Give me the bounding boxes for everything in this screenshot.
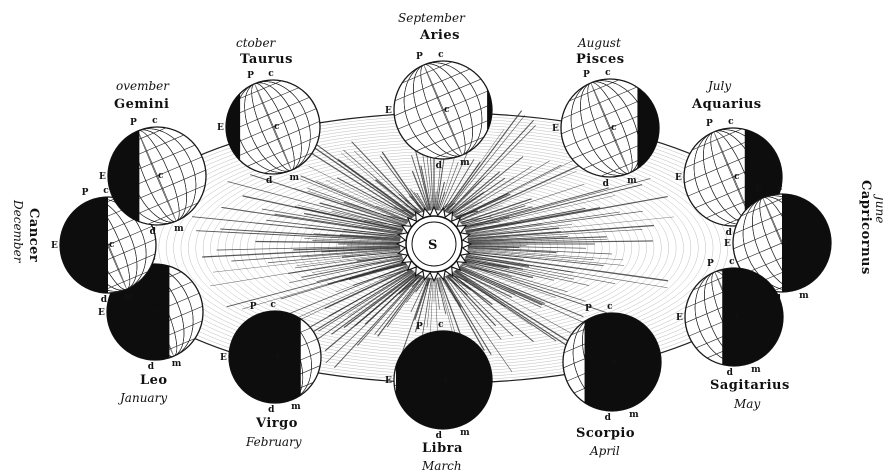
sun: S [397,207,471,281]
m-label-pisces: m [627,176,637,186]
pole-label-aries: P [416,52,423,62]
m-label-taurus: m [289,173,299,183]
m-label-virgo: m [291,402,301,412]
centre-label-libra: c [444,375,450,385]
sign-label-sagitarius: Sagitarius [710,378,790,393]
equator-label-cancer: E [51,241,58,251]
m-label-capricornus: m [799,291,809,301]
pole-c-label-aries: c [438,50,444,60]
pole-label-capricornus: P [755,185,762,195]
m-label-aries: m [460,158,470,168]
centre-label-pisces: c [611,123,617,133]
pole-c-label-taurus: c [268,69,274,79]
month-label-march: March [421,459,462,473]
sign-label-capricornus: Capricornus [858,180,873,275]
pole-label-sagitarius: P [707,259,714,269]
centre-label-cancer: c [109,240,115,250]
sign-label-scorpio: Scorpio [576,426,635,441]
d-label-libra: d [436,431,443,441]
equator-label-gemini: E [99,172,106,182]
sign-label-taurus: Taurus [240,52,293,67]
pole-label-libra: P [416,322,423,332]
m-label-scorpio: m [629,410,639,420]
month-label-october: ctober [236,36,277,50]
pole-c-label-capricornus: c [777,183,783,193]
month-label-february: February [245,435,302,449]
m-label-leo: m [172,359,182,369]
pole-label-virgo: P [250,302,257,312]
sign-label-virgo: Virgo [255,416,298,431]
sign-label-aries: Aries [419,28,460,43]
pole-c-label-sagitarius: c [729,257,735,267]
month-label-may: May [733,397,760,411]
centre-label-aries: c [444,105,450,115]
m-label-libra: m [460,428,470,438]
m-label-sagitarius: m [751,365,761,375]
equator-label-sagitarius: E [676,313,683,323]
centre-label-virgo: c [276,352,282,362]
month-label-april: April [589,444,620,458]
pole-c-label-gemini: c [152,116,158,126]
pole-label-taurus: P [247,71,254,81]
sign-label-gemini: Gemini [114,97,169,112]
pole-c-label-libra: c [438,320,444,330]
sun-label: S [428,238,437,253]
d-label-scorpio: d [605,413,612,423]
equator-label-taurus: E [217,123,224,133]
centre-label-sagitarius: c [735,312,741,322]
pole-c-label-scorpio: c [607,302,613,312]
equator-label-pisces: E [552,124,559,134]
d-label-gemini: d [150,227,157,237]
centre-label-taurus: c [274,122,280,132]
centre-label-gemini: c [158,171,164,181]
month-label-july: July [705,79,731,93]
sign-label-pisces: Pisces [576,52,625,67]
centre-label-capricornus: c [783,238,789,248]
pole-label-aquarius: P [706,119,713,129]
equator-label-aries: E [385,106,392,116]
equator-label-capricornus: E [724,239,731,249]
month-label-november: ovember [116,79,170,93]
month-label-september: September [398,11,466,25]
month-label-january: January [117,391,167,405]
pole-label-pisces: P [583,70,590,80]
d-label-aquarius: d [726,228,733,238]
pole-label-cancer: P [82,188,89,198]
month-label-august: August [577,36,621,50]
d-label-sagitarius: d [727,368,734,378]
equator-label-aquarius: E [675,173,682,183]
sign-label-cancer: Cancer [26,208,41,262]
equator-label-leo: E [98,308,105,318]
pole-c-label-cancer: c [103,186,109,196]
pole-label-scorpio: P [585,304,592,314]
m-label-gemini: m [174,224,184,234]
d-label-aries: d [436,161,443,171]
d-label-pisces: d [603,179,610,189]
sign-label-aquarius: Aquarius [691,97,762,112]
centre-label-aquarius: c [734,172,740,182]
pole-c-label-virgo: c [270,300,276,310]
pole-c-label-pisces: c [605,68,611,78]
centre-label-leo: c [156,307,162,317]
equator-label-virgo: E [220,353,227,363]
month-label-december: December [11,199,25,264]
d-label-leo: d [148,362,155,372]
pole-c-label-aquarius: c [728,117,734,127]
month-label-june: June [873,193,883,223]
d-label-virgo: d [268,405,275,415]
sign-label-libra: Libra [422,441,463,456]
sign-label-leo: Leo [140,373,168,388]
m-label-cancer: m [125,292,135,302]
centre-label-scorpio: c [613,357,619,367]
equator-label-libra: E [385,376,392,386]
pole-label-gemini: P [130,118,137,128]
d-label-taurus: d [266,176,273,186]
d-label-cancer: d [101,295,108,305]
